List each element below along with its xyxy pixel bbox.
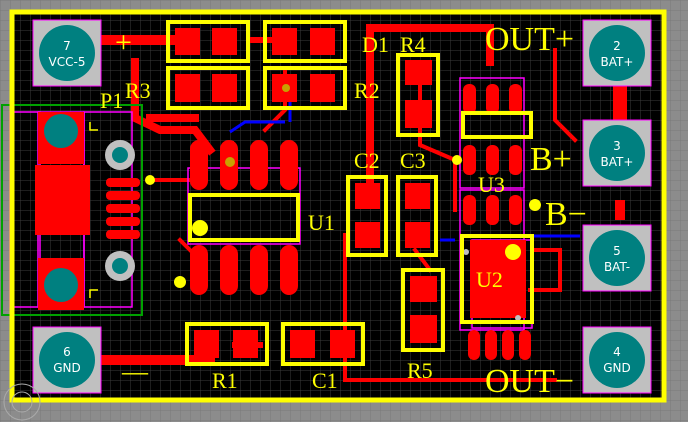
plus-mark: +	[115, 26, 132, 59]
pad-5-net: BAT-	[604, 260, 630, 274]
label-r5: R5	[407, 358, 433, 383]
terminal-pads	[32, 19, 652, 394]
label-c1: C1	[312, 368, 338, 393]
usb-silk-marks	[89, 122, 98, 298]
pad-3-net: BAT+	[601, 155, 634, 169]
pad-4-net: GND	[603, 361, 631, 375]
terminal-pad-labels: 7 VCC-5 6 GND 2 BAT+ 3 BAT+ 5 BAT- 4 GND	[49, 39, 634, 375]
silkscreen-outlines	[9, 9, 667, 403]
label-p1: P1	[100, 88, 123, 113]
label-out-plus: OUT+	[485, 21, 574, 58]
pad-2-num: 2	[613, 39, 621, 53]
u1-pads	[190, 140, 298, 295]
origin-marker	[3, 383, 41, 421]
label-r3: R3	[125, 78, 151, 103]
pad-7-num: 7	[63, 39, 71, 53]
label-out-minus: OUT−	[485, 363, 574, 400]
label-u2: U2	[476, 267, 503, 292]
pad-2-net: BAT+	[601, 55, 634, 69]
label-r2: R2	[354, 78, 380, 103]
vias	[145, 84, 541, 321]
label-u1: U1	[308, 210, 335, 235]
pad-6-net: GND	[53, 361, 81, 375]
pad-4-num: 4	[613, 345, 621, 359]
label-c3: C3	[400, 148, 426, 173]
minus-mark: —	[121, 357, 149, 386]
label-r1: R1	[212, 368, 238, 393]
label-b-plus: B+	[530, 141, 572, 178]
pad-3-num: 3	[613, 139, 621, 153]
label-u3: U3	[478, 172, 505, 197]
pad-5-num: 5	[613, 244, 621, 258]
label-d1: D1	[362, 32, 389, 57]
pad-7-net: VCC-5	[49, 55, 86, 69]
pad-6-num: 6	[63, 345, 71, 359]
silkscreen-labels: + — D1 R4 R3 R2 P1 C2 C3 U1 U3 U2 R1 C1 …	[100, 21, 587, 400]
label-b-minus: B−	[545, 196, 587, 233]
label-r4: R4	[400, 32, 426, 57]
smd-pads	[175, 28, 526, 358]
u3-pads	[463, 84, 531, 360]
label-c2: C2	[354, 148, 380, 173]
